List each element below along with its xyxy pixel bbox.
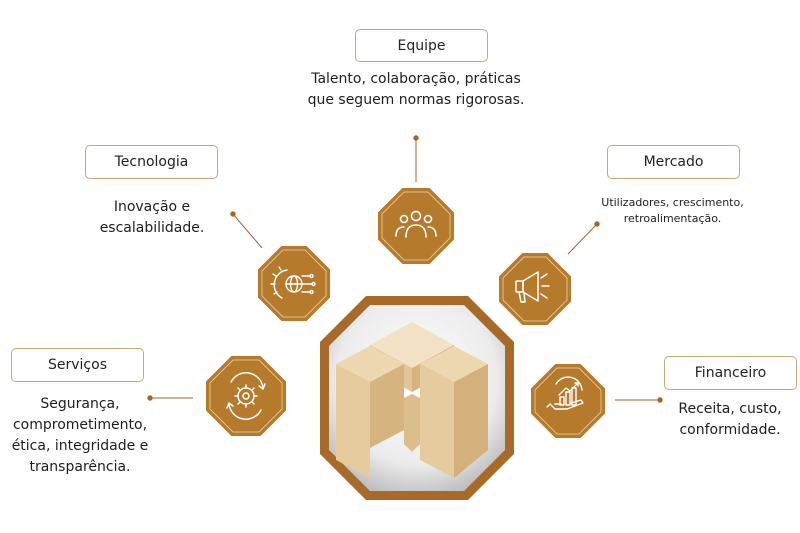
desc-servicos-line: ética, integridade e: [11, 438, 149, 454]
desc-mercado: Utilizadores, crescimento, retroalimenta…: [585, 195, 760, 227]
label-equipe: Equipe: [355, 29, 488, 62]
connector-dot-mercado: [594, 221, 600, 227]
label-financeiro: Financeiro: [664, 356, 797, 390]
connector-dot-financeiro: [657, 397, 663, 403]
desc-servicos: Segurança, comprometimento, ética, integ…: [0, 394, 160, 478]
desc-tecnologia-line: Inovação e: [113, 199, 191, 215]
megaphone-icon: [515, 271, 550, 303]
m-cube-logo: [336, 322, 488, 478]
desc-equipe: Talento, colaboração, práticas que segue…: [270, 69, 562, 111]
desc-mercado-line: retroalimentação.: [623, 212, 722, 225]
desc-financeiro-line: Receita, custo,: [678, 401, 782, 417]
label-mercado: Mercado: [607, 145, 740, 179]
label-tecnologia: Tecnologia: [85, 145, 218, 179]
octagon-servicos[interactable]: [204, 354, 288, 438]
octagon-tecnologia[interactable]: [256, 244, 332, 323]
connectors: [147, 135, 663, 403]
team-icon: [395, 210, 437, 238]
connector-dot-servicos: [147, 395, 153, 401]
connector-dot-tecnologia: [230, 211, 236, 217]
octagon-financeiro[interactable]: [529, 362, 607, 440]
desc-mercado-line: Utilizadores, crescimento,: [601, 196, 744, 209]
connector-tecnologia: [232, 213, 263, 249]
octagon-equipe[interactable]: [376, 186, 456, 266]
center-node: [320, 296, 514, 500]
connector-dot-equipe: [413, 135, 419, 141]
growth-chart-hand-icon: [546, 376, 584, 410]
gear-cycle-icon: [226, 372, 266, 420]
desc-equipe-line: que seguem normas rigorosas.: [307, 92, 525, 108]
desc-tecnologia-line: escalabilidade.: [99, 220, 205, 236]
desc-servicos-line: Segurança,: [40, 396, 120, 412]
desc-servicos-line: comprometimento,: [12, 417, 148, 433]
desc-tecnologia: Inovação e escalabilidade.: [72, 197, 232, 239]
desc-financeiro-line: conformidade.: [679, 422, 781, 438]
tech-gear-globe-icon: [270, 266, 316, 299]
label-servicos: Serviços: [11, 348, 144, 382]
desc-servicos-line: transparência.: [29, 459, 131, 475]
desc-financeiro: Receita, custo, conformidade.: [660, 399, 800, 441]
connector-mercado: [567, 223, 598, 255]
octagon-mercado[interactable]: [497, 251, 573, 327]
desc-equipe-line: Talento, colaboração, práticas: [311, 71, 521, 87]
